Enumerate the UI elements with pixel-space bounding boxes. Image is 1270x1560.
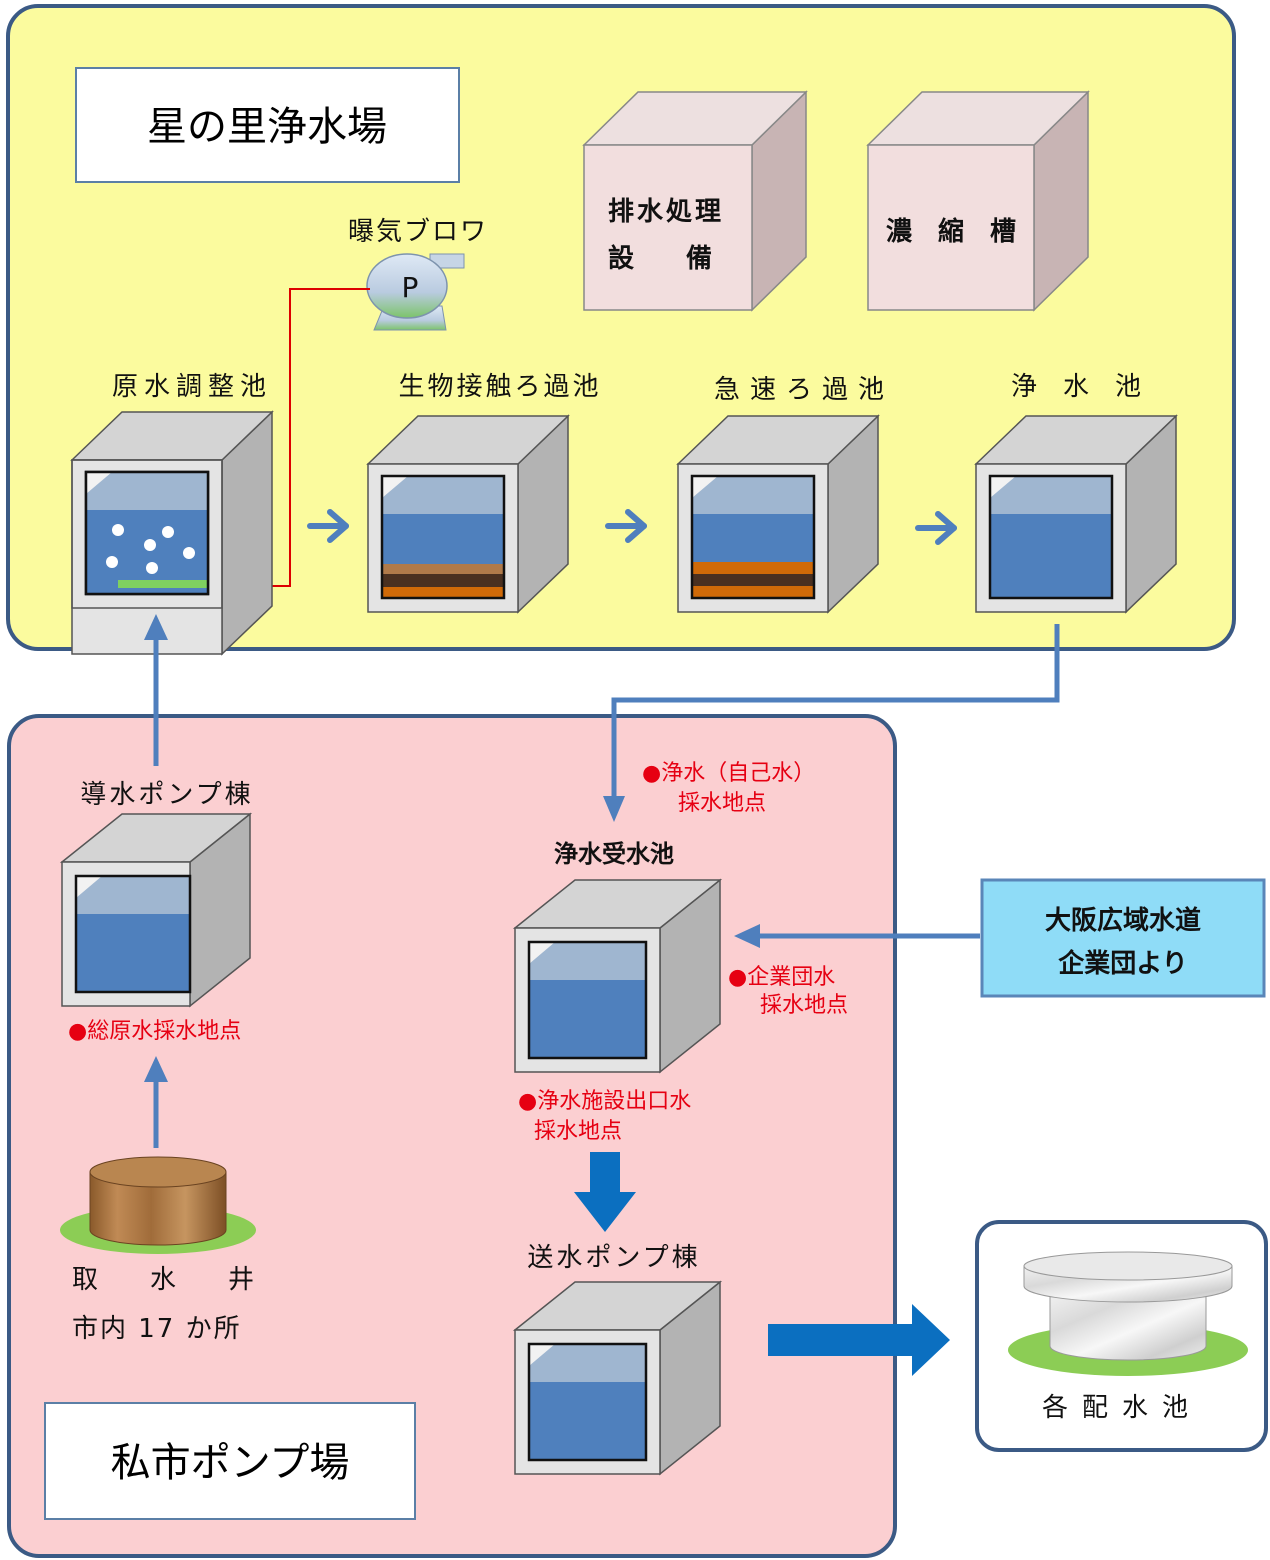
osaka-water-supply-box: 大阪広域水道 企業団より <box>980 878 1266 998</box>
arrow-head-up-icon <box>144 614 168 640</box>
arrow-right-icon <box>768 1304 950 1376</box>
distribution-reservoirs-label: 各配水池 <box>1042 1393 1202 1423</box>
intake-well-count: 市内 17 か所 <box>72 1314 242 1344</box>
arrow-down-icon <box>574 1152 636 1232</box>
flow-line <box>611 624 1060 798</box>
thickener-label: 濃 縮 槽 <box>886 216 1016 247</box>
plant-title-box: 星の里浄水場 <box>75 67 460 183</box>
air-bubble <box>106 556 118 568</box>
pump-station-title-box: 私市ポンプ場 <box>44 1402 416 1520</box>
osaka-supply-line1: 大阪広域水道 <box>1045 905 1201 936</box>
air-bubble <box>112 524 124 536</box>
flow-arrow-icon <box>307 509 349 543</box>
rapid-filter-pond <box>676 414 880 614</box>
intake-well <box>60 1156 256 1254</box>
drainage-label-line1: 排水処理 <box>608 197 724 227</box>
rapid-filter-label: 急速ろ過池 <box>714 375 894 405</box>
clear-water-receiving-tank <box>512 878 723 1074</box>
arrow-head-down-icon <box>603 796 625 822</box>
pump-station-title: 私市ポンプ場 <box>111 1440 350 1486</box>
raw-water-sampling-point: ●総原水採水地点 <box>68 1019 241 1044</box>
clear-water-pond-label: 浄 水 池 <box>1011 372 1141 402</box>
send-pump-building-label: 送水ポンプ棟 <box>527 1243 700 1273</box>
raw-water-adjustment-pond <box>71 411 273 655</box>
plant-title: 星の里浄水場 <box>147 104 387 150</box>
drainage-facility: 排水処理 設 備 <box>582 90 808 312</box>
bio-contact-filter-label: 生物接触ろ過池 <box>398 372 601 402</box>
outlet-water-sampling-point-line1: ●浄水施設出口水 <box>518 1089 691 1114</box>
intake-pump-building-label: 導水ポンプ棟 <box>80 780 253 810</box>
thickener-tank: 濃 縮 槽 <box>866 90 1090 312</box>
intake-pump-building <box>59 812 253 1008</box>
self-water-sampling-point-line2: 採水地点 <box>678 791 766 816</box>
receiving-tank-label: 浄水受水池 <box>554 840 674 868</box>
outlet-water-sampling-point-line2: 採水地点 <box>534 1119 622 1144</box>
air-bubble <box>162 526 174 538</box>
corp-water-sampling-point-line2: 採水地点 <box>760 993 848 1018</box>
flow-arrow-icon <box>915 511 957 545</box>
blower-label: 曝気ブロワ <box>348 217 488 247</box>
arrow-head-up-icon <box>144 1056 168 1082</box>
drainage-label-line2: 設 備 <box>608 243 712 274</box>
self-water-sampling-point-line1: ●浄水（自己水） <box>642 761 815 786</box>
raw-water-adjustment-pond-label: 原水調整池 <box>112 372 272 402</box>
diffuser-plate <box>118 580 208 588</box>
blower-p-icon: P <box>402 271 419 304</box>
intake-well-label: 取 水 井 <box>72 1265 254 1295</box>
aeration-blower: 曝気ブロワ P <box>348 217 488 331</box>
osaka-supply-line2: 企業団より <box>1058 948 1187 979</box>
air-bubble <box>146 562 158 574</box>
arrow-head-left-icon <box>734 924 760 948</box>
flow-arrow-icon <box>605 509 647 543</box>
send-pump-building <box>512 1280 723 1476</box>
clear-water-pond <box>974 414 1178 614</box>
corp-water-sampling-point-line1: ●企業団水 <box>728 965 835 990</box>
air-bubble <box>183 547 195 559</box>
bio-contact-filter-pond <box>366 414 570 614</box>
distribution-reservoirs-box: 各配水池 <box>975 1220 1268 1452</box>
air-bubble <box>144 539 156 551</box>
